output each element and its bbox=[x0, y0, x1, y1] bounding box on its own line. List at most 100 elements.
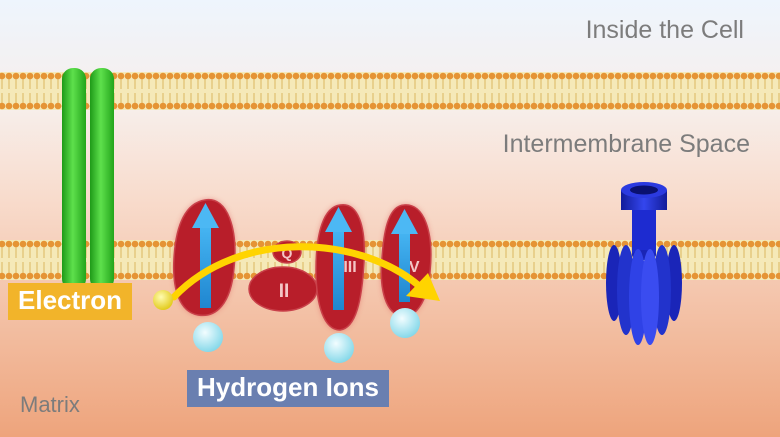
lipid-head bbox=[621, 102, 629, 110]
lipid-head bbox=[362, 102, 370, 110]
lipid-head bbox=[26, 272, 34, 280]
lipid-head bbox=[390, 102, 398, 110]
lipid-head bbox=[376, 240, 384, 248]
lipid-head bbox=[460, 240, 468, 248]
lipid-head bbox=[362, 272, 370, 280]
lipid-head bbox=[684, 72, 692, 80]
lipid-head bbox=[656, 72, 664, 80]
lipid-head bbox=[677, 102, 685, 110]
lipid-head bbox=[537, 102, 545, 110]
lipid-head bbox=[593, 240, 601, 248]
lipid-head bbox=[152, 72, 160, 80]
hydrogen-ion-icon bbox=[324, 333, 354, 363]
lipid-head bbox=[481, 102, 489, 110]
lipid-head bbox=[243, 102, 251, 110]
lipid-head bbox=[726, 102, 734, 110]
lipid-head bbox=[124, 102, 132, 110]
lipid-head bbox=[299, 102, 307, 110]
channel-protein-icon bbox=[62, 68, 114, 290]
lipid-head bbox=[579, 240, 587, 248]
lipid-head bbox=[754, 102, 762, 110]
lipid-head bbox=[488, 272, 496, 280]
lipid-head bbox=[544, 272, 552, 280]
lipid-head bbox=[439, 240, 447, 248]
lipid-head bbox=[243, 240, 251, 248]
lipid-head bbox=[5, 102, 13, 110]
lipid-head bbox=[432, 272, 440, 280]
lipid-head bbox=[726, 272, 734, 280]
lipid-head bbox=[663, 240, 671, 248]
lipid-head bbox=[719, 72, 727, 80]
lipid-head bbox=[488, 240, 496, 248]
lipid-head bbox=[502, 272, 510, 280]
lipid-head bbox=[19, 272, 27, 280]
lipid-head bbox=[663, 102, 671, 110]
lipid-head bbox=[418, 72, 426, 80]
lipid-head bbox=[467, 240, 475, 248]
lipid-head bbox=[418, 102, 426, 110]
lipid-head bbox=[544, 102, 552, 110]
lipid-head bbox=[698, 272, 706, 280]
lipid-head bbox=[628, 102, 636, 110]
lipid-head bbox=[572, 102, 580, 110]
lipid-head bbox=[607, 72, 615, 80]
lipid-head bbox=[593, 272, 601, 280]
lipid-head bbox=[33, 240, 41, 248]
lipid-head bbox=[376, 72, 384, 80]
lipid-head bbox=[684, 240, 692, 248]
lipid-head bbox=[558, 72, 566, 80]
lipid-head bbox=[404, 102, 412, 110]
lipid-head bbox=[355, 102, 363, 110]
proton-arrow-icon bbox=[325, 207, 352, 310]
proton-arrow-icon bbox=[391, 209, 418, 302]
lipid-head bbox=[775, 102, 780, 110]
lipid-head bbox=[670, 72, 678, 80]
lipid-head bbox=[180, 102, 188, 110]
lipid-head bbox=[159, 72, 167, 80]
lipid-head bbox=[257, 240, 265, 248]
lipid-head bbox=[229, 102, 237, 110]
lipid-head bbox=[551, 240, 559, 248]
lipid-head bbox=[516, 240, 524, 248]
lipid-head bbox=[558, 240, 566, 248]
lipid-head bbox=[453, 102, 461, 110]
lipid-head bbox=[740, 240, 748, 248]
lipid-head bbox=[313, 102, 321, 110]
lipid-head bbox=[12, 72, 20, 80]
lipid-head bbox=[236, 272, 244, 280]
lipid-head bbox=[173, 102, 181, 110]
lipid-head bbox=[159, 240, 167, 248]
lipid-head bbox=[544, 72, 552, 80]
lipid-head bbox=[348, 72, 356, 80]
lipid-head bbox=[334, 102, 342, 110]
lipid-head bbox=[320, 102, 328, 110]
lipid-head bbox=[649, 72, 657, 80]
lipid-head bbox=[54, 72, 62, 80]
lipid-head bbox=[236, 72, 244, 80]
lipid-head bbox=[740, 102, 748, 110]
lipid-head bbox=[600, 272, 608, 280]
lipid-head bbox=[453, 72, 461, 80]
lipid-head bbox=[446, 272, 454, 280]
lipid-head bbox=[516, 72, 524, 80]
lipid-head bbox=[187, 102, 195, 110]
lipid-head bbox=[761, 102, 769, 110]
lipid-head bbox=[19, 72, 27, 80]
lipid-head bbox=[775, 72, 780, 80]
lipid-head bbox=[754, 240, 762, 248]
lipid-head bbox=[537, 240, 545, 248]
lipid-head bbox=[775, 240, 780, 248]
lipid-head bbox=[19, 240, 27, 248]
lipid-head bbox=[152, 102, 160, 110]
lipid-head bbox=[677, 72, 685, 80]
lipid-head bbox=[124, 240, 132, 248]
lipid-head bbox=[166, 102, 174, 110]
lipid-head bbox=[600, 240, 608, 248]
lipid-head bbox=[474, 72, 482, 80]
lipid-head bbox=[474, 240, 482, 248]
lipid-head bbox=[54, 272, 62, 280]
lipid-head bbox=[131, 72, 139, 80]
lipid-head bbox=[614, 240, 622, 248]
lipid-head bbox=[54, 102, 62, 110]
lipid-head bbox=[47, 102, 55, 110]
